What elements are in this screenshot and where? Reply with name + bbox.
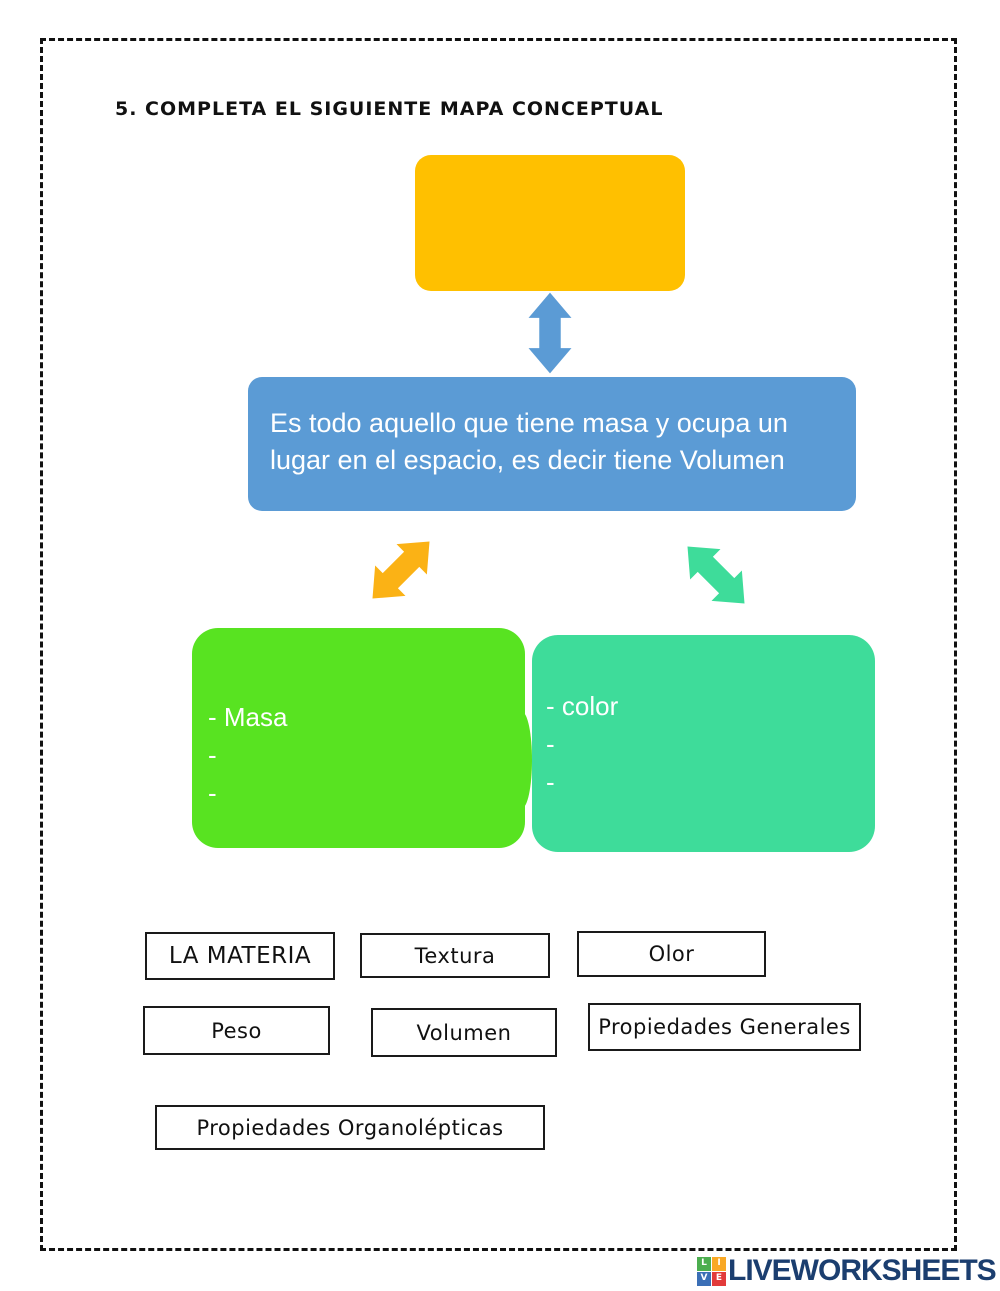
definition-box: Es todo aquello que tiene masa y ocupa u… xyxy=(248,377,856,511)
logo-square-v: V xyxy=(697,1271,711,1286)
blank-item-slot[interactable]: - xyxy=(546,767,555,797)
logo-square-l: L xyxy=(697,1256,711,1271)
word-chip-propiedades-organolepticas[interactable]: Propiedades Organolépticas xyxy=(155,1105,545,1150)
word-chip-volumen[interactable]: Volumen xyxy=(371,1008,557,1057)
blank-item-slot[interactable]: - xyxy=(208,778,217,808)
filled-item-masa: - Masa xyxy=(208,702,288,732)
blank-item-slot[interactable]: - xyxy=(546,729,555,759)
word-chip-olor[interactable]: Olor xyxy=(577,931,766,977)
liveworksheets-logo[interactable]: L I V E LIVEWORKSHEETS xyxy=(697,1254,997,1288)
word-chip-propiedades-generales[interactable]: Propiedades Generales xyxy=(588,1003,861,1051)
general-properties-box: - Masa - - xyxy=(192,628,525,848)
double-arrow-diagonal-right-icon xyxy=(670,529,762,621)
word-chip-textura[interactable]: Textura xyxy=(360,933,550,978)
logo-square-e: E xyxy=(712,1271,726,1286)
liveworksheets-wordmark: LIVEWORKSHEETS xyxy=(728,1254,997,1287)
exercise-title: 5. COMPLETA EL SIGUIENTE MAPA CONCEPTUAL xyxy=(115,98,664,120)
organoleptic-properties-box: - color - - xyxy=(532,635,875,852)
answer-box-la-materia[interactable] xyxy=(415,155,685,291)
blank-item-slot[interactable]: - xyxy=(208,740,217,770)
dashed-border-frame xyxy=(40,38,957,1251)
word-chip-la-materia[interactable]: LA MATERIA xyxy=(145,932,335,980)
liveworksheets-logo-icon: L I V E xyxy=(697,1256,726,1286)
double-arrow-diagonal-left-icon xyxy=(355,524,447,616)
logo-square-i: I xyxy=(712,1256,726,1271)
filled-item-color: - color xyxy=(546,691,619,721)
word-chip-peso[interactable]: Peso xyxy=(143,1006,330,1055)
double-arrow-vertical-icon xyxy=(527,291,573,375)
